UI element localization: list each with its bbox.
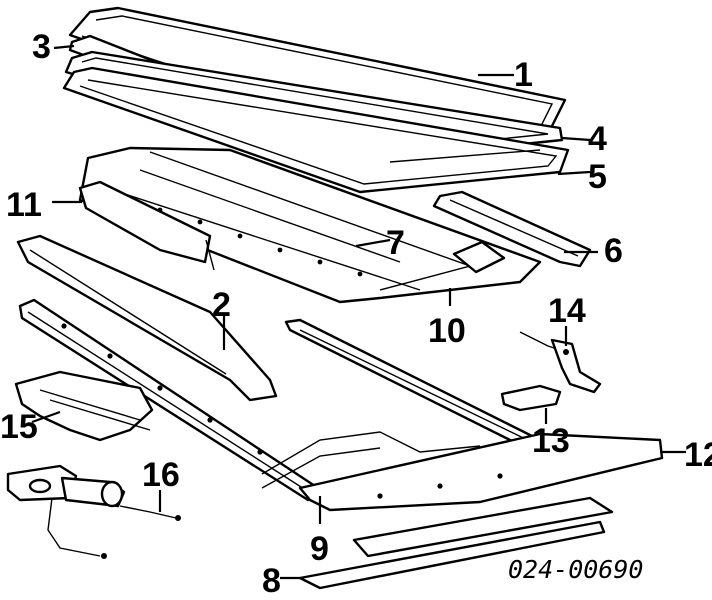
callout-5: 5 [588,158,607,196]
reference-code: 024-00690 [508,555,643,584]
callout-7: 7 [386,224,405,262]
callout-2: 2 [212,286,231,324]
callout-13: 13 [532,422,570,460]
callout-12: 12 [684,436,712,474]
roof-frame [78,146,542,304]
callout-16: 16 [142,456,180,494]
deflector-strip [16,234,278,402]
leader-lines [31,44,686,580]
side-rail [432,190,592,268]
lower-guide-frame [18,298,664,590]
callout-15: 15 [0,408,38,446]
callout-11: 11 [6,186,42,224]
callout-10: 10 [428,312,466,350]
callout-14: 14 [548,292,586,330]
callout-8: 8 [262,562,281,600]
callout-9: 9 [310,530,329,568]
sealing-frame [62,66,570,194]
callout-1: 1 [514,56,533,94]
drain-hose [14,370,154,442]
drive-motor [6,464,181,559]
callout-labels: 1 2 3 4 5 6 7 8 9 10 11 12 13 14 15 16 [0,28,712,600]
linkage-bracket [519,331,602,394]
callout-6: 6 [604,232,623,270]
callout-3: 3 [32,28,51,66]
callout-4: 4 [588,120,607,158]
mounting-bracket [500,384,562,412]
